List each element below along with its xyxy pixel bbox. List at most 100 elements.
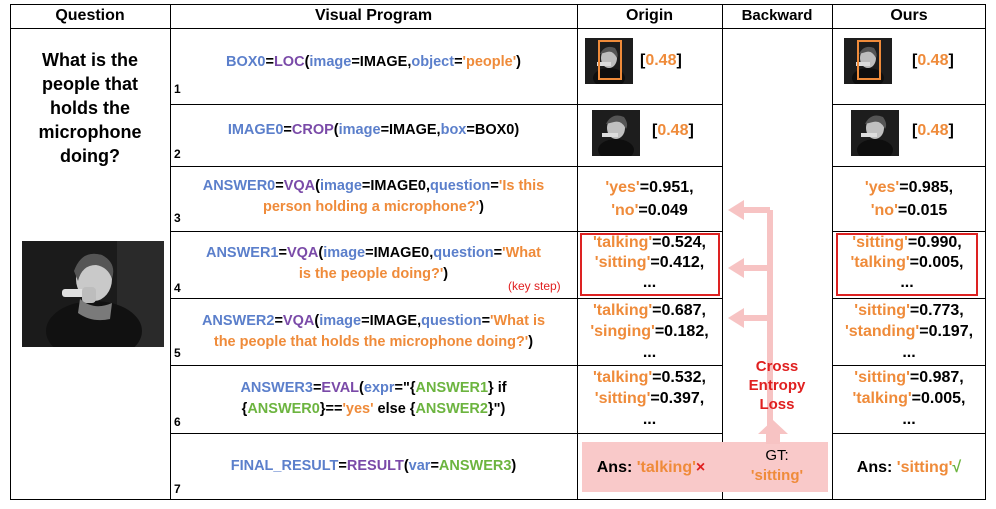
- answer-prob: =0.397,: [650, 390, 705, 407]
- bracket: ]: [676, 52, 682, 69]
- origin-highlight-box: [580, 233, 720, 296]
- function-name: VQA: [283, 178, 316, 194]
- answer-prob: =0.412,: [650, 254, 705, 271]
- answer-label: 'sitting': [854, 302, 910, 319]
- function-name: VQA: [282, 313, 315, 329]
- ours-result-5: 'sitting'=0.773, 'standing'=0.197, ...: [832, 300, 986, 363]
- argument-name: object: [411, 54, 455, 70]
- ours-result-4: 'sitting'=0.990, 'talking'=0.005, ...: [832, 233, 982, 293]
- answer-label: 'sitting': [854, 369, 910, 386]
- row-number: 2: [174, 147, 181, 161]
- answer-label: 'sitting': [594, 254, 651, 271]
- answer-label: 'talking': [850, 254, 910, 271]
- column-divider: [832, 4, 833, 500]
- variable-reference: ANSWER0: [247, 401, 320, 417]
- argument-value: =BOX0): [466, 122, 520, 138]
- string-literal: person holding a microphone?': [263, 199, 480, 215]
- row-number: 7: [174, 482, 181, 496]
- ellipsis: ...: [642, 274, 657, 291]
- operator: (: [359, 380, 364, 396]
- operator: (: [318, 245, 324, 261]
- question-line: microphone: [38, 122, 142, 142]
- question-line: What is the: [41, 50, 138, 70]
- loss-line: Entropy: [748, 377, 806, 394]
- variable-name: BOX0: [225, 54, 266, 70]
- ellipsis: ...: [902, 411, 916, 428]
- operator: =: [490, 178, 499, 194]
- header-origin: Origin: [625, 7, 674, 24]
- operator: (: [304, 54, 310, 70]
- row-number: 4: [174, 281, 181, 295]
- answer-prob: =0.951,: [639, 179, 694, 196]
- row-divider: [170, 365, 722, 366]
- gt-value: 'sitting': [750, 467, 804, 484]
- program-line-4: ANSWER1=VQA(image=IMAGE0,question='What …: [170, 243, 577, 285]
- score-value: 0.48: [917, 122, 949, 139]
- final-answer: 'talking': [636, 459, 696, 476]
- answer-prefix: Ans:: [856, 459, 897, 476]
- argument-value: =IMAGE,: [361, 313, 422, 329]
- variable-reference: ANSWER2: [415, 401, 488, 417]
- final-answer: 'sitting': [896, 459, 953, 476]
- row-divider: [832, 433, 986, 434]
- answer-label: 'talking': [852, 390, 912, 407]
- argument-name: var: [408, 458, 431, 474]
- argument-value: }==: [319, 401, 343, 417]
- origin-final-answer: Ans: 'talking'×: [582, 456, 720, 479]
- ours-thumbnail-boxed: [844, 38, 892, 84]
- answer-prob: =0.049: [638, 202, 688, 219]
- ours-result-6: 'sitting'=0.987, 'talking'=0.005, ...: [832, 367, 986, 430]
- row-divider: [170, 433, 722, 434]
- argument-name: image: [338, 122, 381, 138]
- variable-name: ANSWER0: [202, 178, 276, 194]
- header-backward: Backward: [741, 7, 813, 24]
- argument-value: ="{: [394, 380, 416, 396]
- loss-line: Loss: [759, 396, 795, 413]
- origin-result-5: 'talking'=0.687, 'singing'=0.182, ...: [577, 300, 722, 363]
- column-divider: [170, 4, 171, 500]
- ours-thumbnail-cropped: [851, 110, 899, 156]
- variable-name: IMAGE0: [227, 122, 284, 138]
- argument-value: {: [241, 401, 248, 417]
- loss-label: Cross Entropy Loss: [722, 357, 832, 414]
- operator: ): [443, 266, 449, 282]
- ours-result-3: 'yes'=0.985, 'no'=0.015: [832, 176, 986, 222]
- argument-name: question: [430, 178, 491, 194]
- answer-prob: =0.985,: [899, 179, 954, 196]
- operator: =: [265, 54, 274, 70]
- final-row-highlight: [582, 442, 828, 492]
- ellipsis: ...: [902, 344, 916, 361]
- answer-prob: =0.687,: [652, 302, 706, 319]
- variable-reference: ANSWER3: [438, 458, 512, 474]
- row-number: 1: [174, 82, 181, 96]
- argument-name: image: [323, 245, 366, 261]
- argument-value: =IMAGE,: [351, 54, 412, 70]
- operator: (: [403, 458, 409, 474]
- answer-label: 'singing': [590, 323, 655, 340]
- operator: =: [430, 458, 439, 474]
- answer-label: 'no': [870, 202, 898, 219]
- score-value: 0.48: [657, 122, 689, 139]
- origin-result-3: 'yes'=0.951, 'no'=0.049: [577, 176, 722, 222]
- answer-prob: =0.532,: [652, 369, 706, 386]
- ellipsis: ...: [900, 274, 914, 291]
- column-divider: [577, 4, 578, 500]
- function-name: RESULT: [346, 458, 404, 474]
- question-text: What is the people that holds the microp…: [14, 48, 166, 168]
- operator: ): [528, 334, 534, 350]
- row-divider: [170, 298, 722, 299]
- variable-name: FINAL_RESULT: [230, 458, 339, 474]
- key-step-label: (key step): [508, 279, 561, 293]
- program-line-3: ANSWER0=VQA(image=IMAGE0,question='Is th…: [170, 176, 577, 218]
- operator: =: [278, 245, 287, 261]
- program-line-7: FINAL_RESULT=RESULT(var=ANSWER3): [170, 456, 577, 477]
- origin-score-1: [0.48]: [640, 52, 682, 70]
- answer-prob: =0.773,: [909, 302, 964, 319]
- argument-value: =IMAGE0,: [365, 245, 434, 261]
- row-divider: [832, 104, 986, 105]
- answer-prob: =0.005,: [911, 390, 966, 407]
- row-divider: [170, 166, 722, 167]
- argument-name: box: [440, 122, 467, 138]
- operator: (: [315, 178, 320, 194]
- ellipsis: ...: [642, 344, 657, 361]
